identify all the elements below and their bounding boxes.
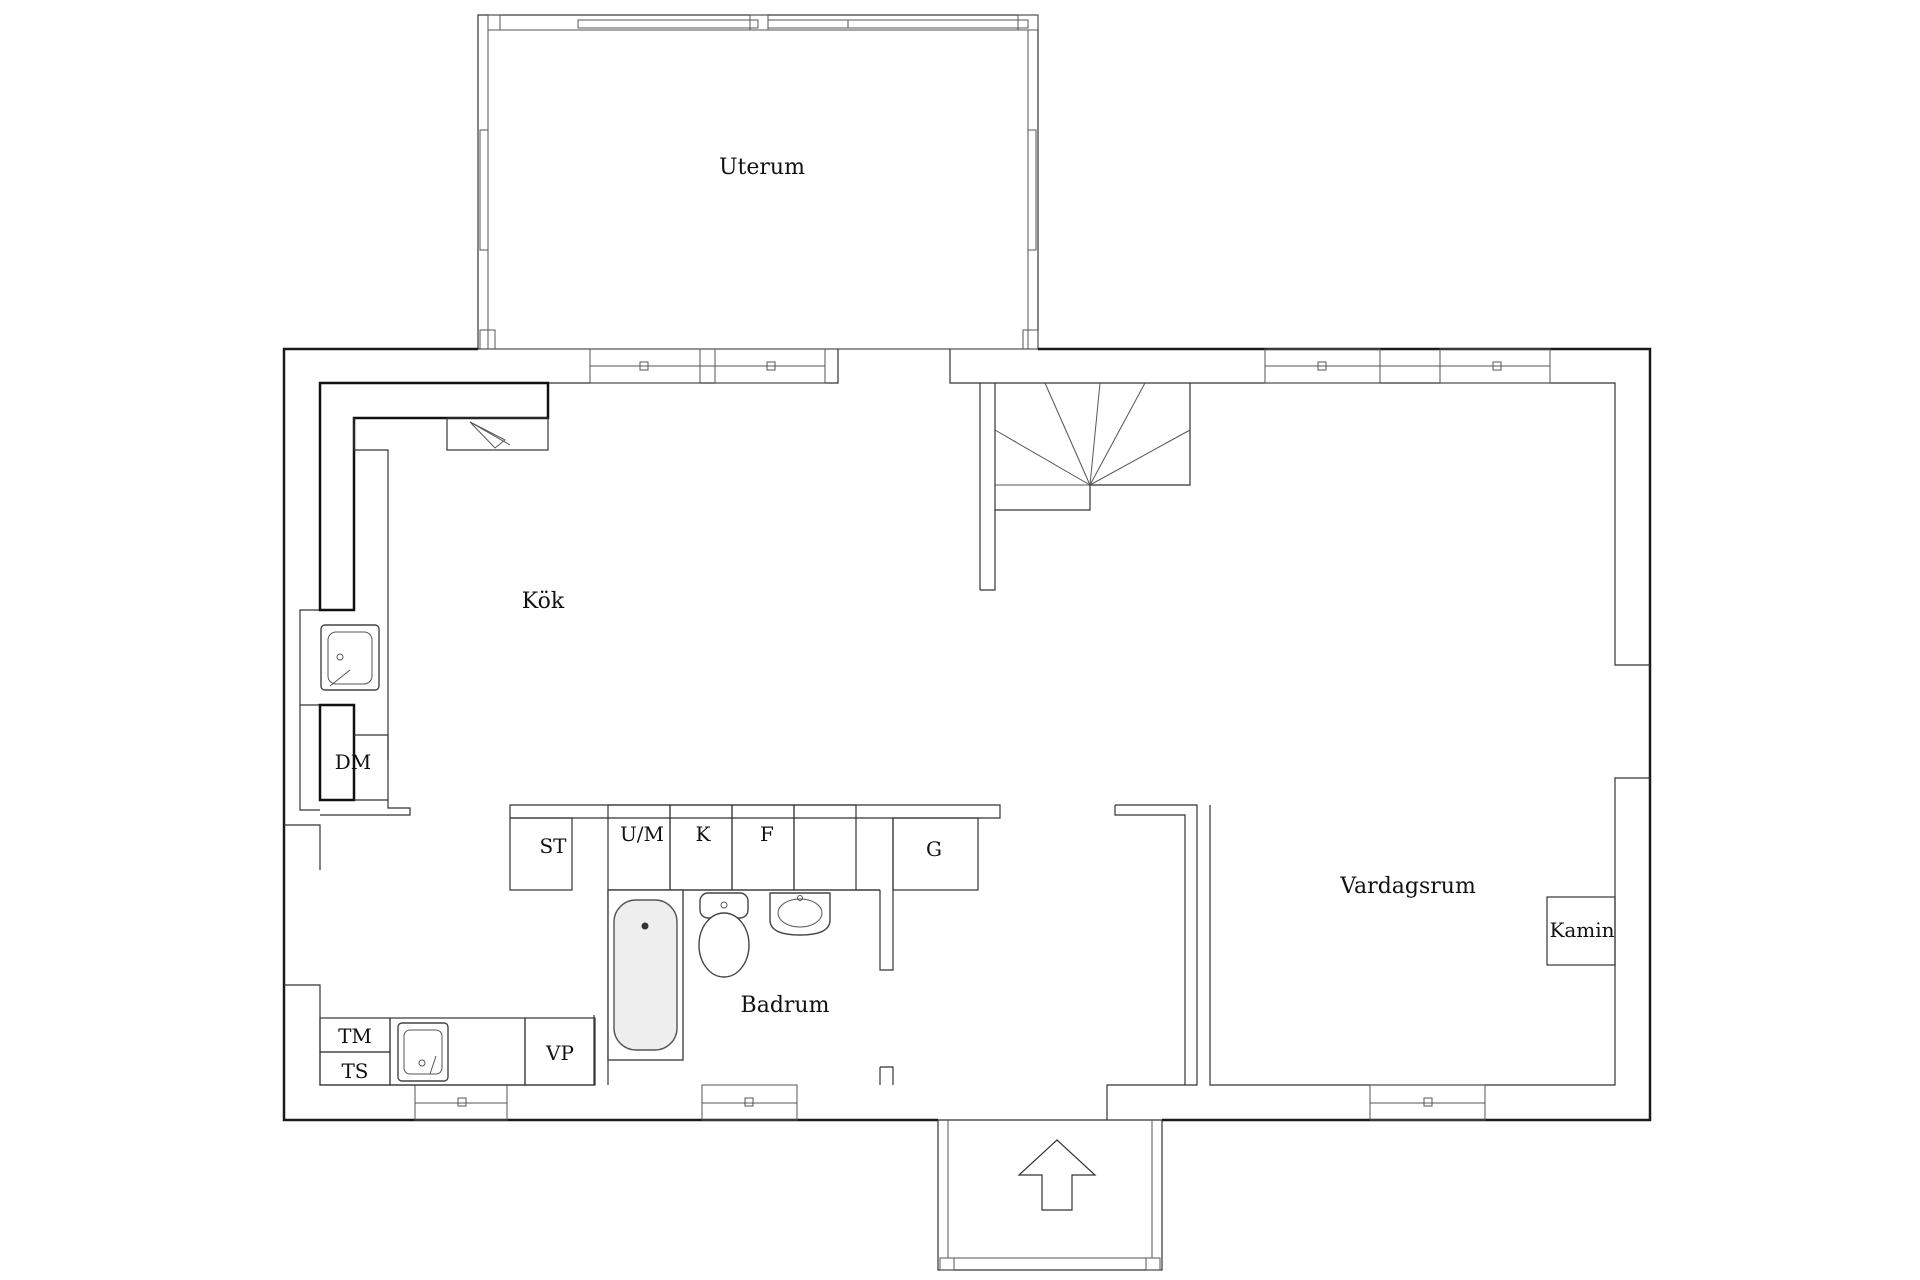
room-label-kok: Kök bbox=[522, 589, 565, 614]
utility-cabinets bbox=[509, 804, 1001, 971]
fixture-label-tm: TM bbox=[338, 1024, 372, 1048]
fixture-label-vp: VP bbox=[545, 1041, 574, 1065]
bathroom bbox=[607, 804, 1198, 1120]
fireplace bbox=[1546, 896, 1616, 966]
room-label-vardagsrum: Vardagsrum bbox=[1339, 874, 1476, 899]
fixture-label-ts: TS bbox=[341, 1059, 368, 1083]
fixture-label-g: G bbox=[926, 837, 942, 861]
fixture-label-f: F bbox=[760, 822, 774, 846]
entrance-porch bbox=[937, 1120, 1163, 1271]
north-windows bbox=[589, 348, 1551, 384]
kitchen-counter bbox=[318, 381, 550, 816]
fixture-label-kamin: Kamin bbox=[1549, 918, 1614, 942]
fixture-label-dm: DM bbox=[335, 750, 372, 774]
fixture-label-k: K bbox=[696, 822, 712, 846]
fixture-label-st: ST bbox=[539, 834, 567, 858]
outer-walls bbox=[282, 347, 1652, 1122]
uterum-structure bbox=[477, 14, 1039, 350]
entrance-arrow-icon bbox=[1017, 1139, 1097, 1211]
south-windows bbox=[414, 1084, 1486, 1121]
laundry-corner bbox=[319, 1017, 596, 1086]
staircase bbox=[980, 382, 1191, 591]
room-label-uterum: Uterum bbox=[719, 155, 805, 180]
room-label-badrum: Badrum bbox=[741, 993, 830, 1018]
fixture-label-um: U/M bbox=[620, 822, 664, 846]
